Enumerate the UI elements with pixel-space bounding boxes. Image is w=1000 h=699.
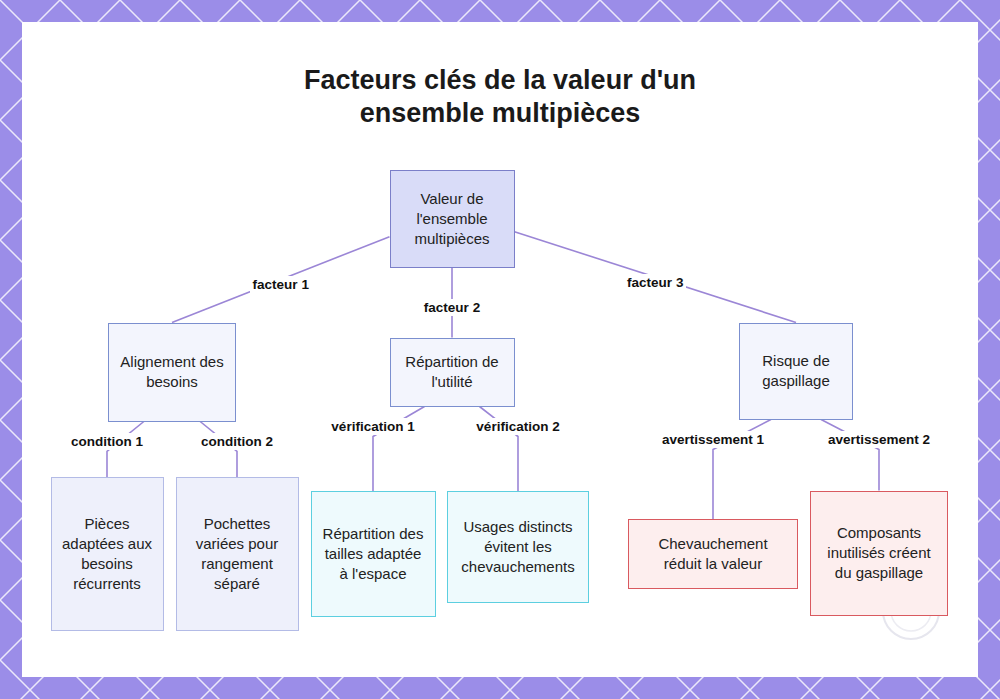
node-text: Composants inutilisés créent du gaspilla… [811,515,947,592]
factor-box: Risque de gaspillage [739,323,853,420]
edge-label: vérification 2 [473,418,562,435]
edge-label: condition 1 [68,433,146,450]
root-box: Valeur de l'ensemble multipièces [390,170,515,268]
condition-box: Pochettes variées pour rangement séparé [176,477,299,631]
node-text: Valeur de l'ensemble multipièces [391,181,514,258]
connector-line [515,232,797,323]
condition-box: Pièces adaptées aux besoins récurrents [51,477,164,631]
edge-label: avertissement 2 [825,431,933,448]
edge-label: facteur 3 [624,274,686,291]
edge-label: vérification 1 [328,418,417,435]
node-text: Répartition des tailles adaptée à l'espa… [312,516,435,593]
node-text: Alignement des besoins [109,344,235,401]
edge-label: facteur 1 [250,276,312,293]
node-text: Pochettes variées pour rangement séparé [177,506,298,603]
node-text: Chevauchement réduit la valeur [629,526,797,583]
diagram-title: Facteurs clés de la valeur d'un ensemble… [250,64,750,130]
factor-box: Alignement des besoins [108,323,236,422]
warning-box: Composants inutilisés créent du gaspilla… [810,491,948,616]
edge-label: condition 2 [198,433,276,450]
factor-box: Répartition de l'utilité [390,338,515,407]
node-text: Risque de gaspillage [740,343,852,400]
check-box: Répartition des tailles adaptée à l'espa… [311,491,436,617]
warning-box: Chevauchement réduit la valeur [628,519,798,589]
edge-label: avertissement 1 [659,431,767,448]
node-text: Usages distincts évitent les chevaucheme… [448,509,588,586]
node-text: Pièces adaptées aux besoins récurrents [52,506,163,603]
edge-label: facteur 2 [421,299,483,316]
check-box: Usages distincts évitent les chevaucheme… [447,491,589,603]
connector-line [172,237,390,323]
node-text: Répartition de l'utilité [391,344,514,401]
